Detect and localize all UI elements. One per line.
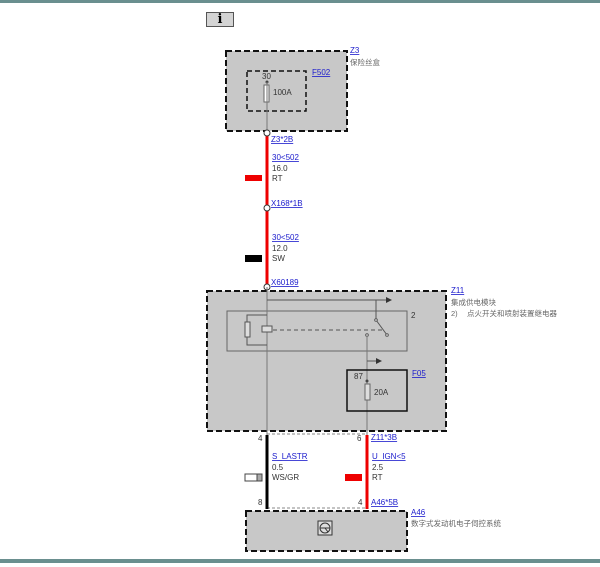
- a46-desc: 数字式发动机电子伺控系统: [411, 518, 501, 528]
- f05-rating: 20A: [374, 388, 389, 397]
- connector-z11-3b[interactable]: Z11*3B: [371, 433, 397, 442]
- z11-note-num: 2): [451, 309, 458, 318]
- wire-signal[interactable]: S_LASTR: [272, 452, 308, 461]
- fuse-icon: [364, 383, 371, 401]
- z11-module-box: [206, 290, 447, 432]
- wire-color-code: SW: [272, 254, 285, 263]
- pin-dot: [365, 379, 369, 383]
- contact: [385, 333, 389, 337]
- pin-number: 4: [358, 498, 363, 507]
- z3-desc: 保险丝盒: [350, 57, 380, 67]
- wire-color-swatch: [244, 473, 258, 482]
- connector-x168-1b[interactable]: X168*1B: [271, 199, 303, 208]
- info-button[interactable]: i: [206, 12, 234, 27]
- a46-label[interactable]: A46: [411, 508, 426, 517]
- wire-color-swatch: [245, 175, 262, 181]
- wire-signal[interactable]: U_IGN<5: [372, 452, 406, 461]
- f05-label[interactable]: F05: [412, 369, 426, 378]
- connector-z3-2b[interactable]: Z3*2B: [271, 135, 293, 144]
- arrow-icon: [386, 297, 392, 303]
- pin-number: 4: [258, 434, 263, 443]
- arrow-icon: [376, 358, 382, 364]
- f05-box: [346, 369, 408, 412]
- wire-size: 12.0: [272, 244, 288, 253]
- wire-size: 16.0: [272, 164, 288, 173]
- wire-color-code: WS/GR: [272, 473, 299, 482]
- contact: [374, 318, 378, 322]
- top-border: [0, 0, 600, 3]
- relay-pin: 2: [411, 311, 416, 320]
- connector-node: [263, 204, 271, 212]
- f502-pin: 30: [262, 72, 271, 81]
- z11-desc: 集成供电模块: [451, 297, 496, 307]
- resistor-icon: [244, 321, 251, 338]
- control-unit-icon: [317, 520, 333, 536]
- connector-node: [263, 129, 271, 137]
- wire-color-swatch: [345, 474, 362, 481]
- wire-size: 2.5: [372, 463, 384, 472]
- relay-coil-icon: [261, 325, 273, 333]
- wire-color-code: RT: [372, 473, 383, 482]
- relay-box: [226, 310, 408, 352]
- z3-label[interactable]: Z3: [350, 46, 360, 55]
- wire-signal[interactable]: 30<502: [272, 233, 299, 242]
- f502-rating: 100A: [273, 88, 292, 97]
- pin-number: 6: [357, 434, 362, 443]
- wire-signal[interactable]: 30<502: [272, 153, 299, 162]
- bottom-border: [0, 559, 600, 563]
- wire-color-code: RT: [272, 174, 283, 183]
- connector-x60189[interactable]: X60189: [271, 278, 299, 287]
- z3-fuse-box: [225, 50, 348, 132]
- wire-color-swatch: [245, 255, 262, 262]
- connector-a46-5b[interactable]: A46*5B: [371, 498, 398, 507]
- contact: [365, 333, 369, 337]
- z11-label[interactable]: Z11: [451, 286, 465, 295]
- z11-note: 点火开关和喷射装置继电器: [467, 308, 557, 318]
- wire-color-swatch: [256, 473, 263, 482]
- relay-switch-icon: [375, 319, 388, 336]
- pin-number: 8: [258, 498, 263, 507]
- f502-box: [246, 70, 307, 112]
- f05-pin: 87: [354, 372, 363, 381]
- wire-size: 0.5: [272, 463, 284, 472]
- f502-label[interactable]: F502: [312, 68, 331, 77]
